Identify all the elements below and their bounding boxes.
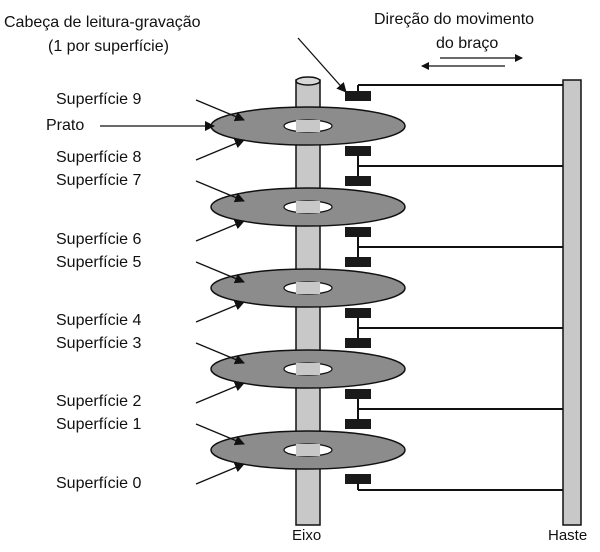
surface-label-8: Superfície 8 (56, 149, 141, 166)
rw-head (345, 308, 371, 318)
spindle-label: Eixo (292, 527, 321, 544)
surface-5-arrow (195, 261, 245, 284)
surface-label-0: Superfície 0 (56, 475, 141, 492)
rw-head (345, 257, 371, 267)
surface-label-9: Superfície 9 (56, 91, 141, 108)
head-leader-arrow (297, 37, 347, 93)
rw-head (345, 474, 371, 484)
spindle-top (295, 76, 321, 86)
rw-head (345, 176, 371, 186)
surface-8-arrow (195, 138, 245, 161)
arms (357, 84, 563, 491)
rw-head (345, 146, 371, 156)
rw-head (345, 338, 371, 348)
spindle-through-hole (296, 120, 320, 132)
surface-4-arrow (195, 300, 245, 323)
surface-0-arrow (195, 462, 245, 485)
surface-label-5: Superfície 5 (56, 254, 141, 271)
surface-3-arrow (195, 342, 245, 365)
arm-direction-line2: do braço (436, 35, 498, 52)
surface-1-arrow (195, 423, 245, 446)
surface-label-2: Superfície 2 (56, 393, 141, 410)
head-title-line1: Cabeça de leitura-gravação (4, 14, 201, 31)
surface-label-6: Superfície 6 (56, 231, 141, 248)
rw-head (345, 419, 371, 429)
spindle-through-hole (296, 282, 320, 294)
surface-7-arrow (195, 180, 245, 203)
post-label: Haste (548, 527, 587, 544)
spindle-through-hole (296, 444, 320, 456)
spindle-through-hole (296, 363, 320, 375)
surface-9-arrow (195, 99, 245, 122)
heads (345, 91, 371, 484)
surface-2-arrow (195, 381, 245, 404)
surface-6-arrow (195, 219, 245, 242)
rw-head (345, 389, 371, 399)
arm-direction-line1: Direção do movimento (374, 11, 534, 28)
surface-arrows (195, 99, 245, 485)
surface-label-1: Superfície 1 (56, 416, 141, 433)
surface-label-3: Superfície 3 (56, 335, 141, 352)
head-title-line2: (1 por superfície) (48, 38, 169, 55)
platter-label: Prato (46, 117, 84, 134)
rw-head (345, 91, 371, 101)
post-bar (562, 79, 582, 526)
surface-label-4: Superfície 4 (56, 312, 141, 329)
surface-label-7: Superfície 7 (56, 172, 141, 189)
spindle-through-hole (296, 201, 320, 213)
rw-head (345, 227, 371, 237)
